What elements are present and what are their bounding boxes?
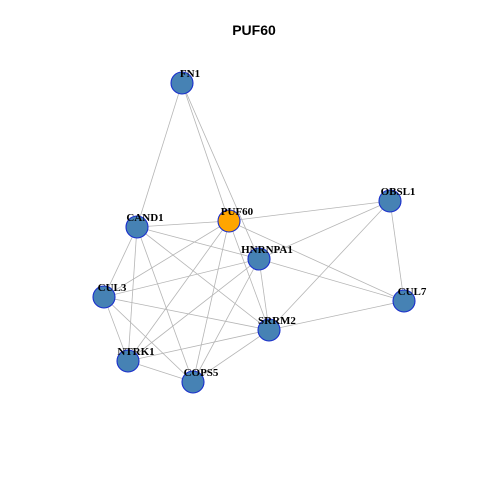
node-layer (92, 71, 416, 394)
edge-layer (103, 82, 405, 383)
node-puf60[interactable] (217, 209, 241, 233)
edge-hnrnpa1-cul3 (103, 258, 260, 298)
edge-hnrnpa1-srrm2 (258, 258, 270, 331)
edge-hnrnpa1-cops5 (192, 258, 260, 383)
node-hnrnpa1[interactable] (247, 247, 271, 271)
node-cul7[interactable] (392, 289, 416, 313)
edge-cand1-cul3 (103, 226, 138, 298)
node-cand1[interactable] (125, 215, 149, 239)
node-cul3[interactable] (92, 285, 116, 309)
edge-hnrnpa1-cul7 (258, 258, 405, 302)
edge-srrm2-cops5 (192, 329, 270, 383)
node-label-fn1: FN1 (180, 68, 200, 80)
edge-fn1-cand1 (136, 82, 183, 228)
node-label-obsl1: OBSL1 (381, 186, 416, 198)
node-srrm2[interactable] (257, 318, 281, 342)
edge-cul7-srrm2 (268, 300, 405, 331)
edge-obsl1-cul7 (389, 200, 405, 302)
edge-puf60-cul7 (228, 220, 405, 302)
edge-fn1-hnrnpa1 (181, 82, 260, 260)
edge-puf60-cul3 (103, 220, 230, 298)
node-label-cul7: CUL7 (398, 286, 427, 298)
edge-fn1-puf60 (181, 82, 230, 222)
edge-puf60-cops5 (192, 220, 230, 383)
edge-puf60-obsl1 (228, 200, 391, 222)
node-label-ntrk1: NTRK1 (117, 346, 154, 358)
node-label-cand1: CAND1 (126, 212, 163, 224)
edge-cand1-srrm2 (136, 226, 270, 331)
edge-cul3-cops5 (103, 296, 194, 383)
node-label-hnrnpa1: HNRNPA1 (241, 244, 293, 256)
edge-srrm2-ntrk1 (127, 329, 270, 362)
node-fn1[interactable] (170, 71, 194, 95)
edge-obsl1-srrm2 (268, 200, 391, 331)
node-cops5[interactable] (181, 370, 205, 394)
node-obsl1[interactable] (378, 189, 402, 213)
graph-title: PUF60 (232, 22, 276, 38)
edge-cul3-srrm2 (103, 296, 270, 331)
edge-puf60-cand1 (136, 220, 230, 228)
edge-puf60-srrm2 (228, 220, 270, 331)
edge-cand1-cops5 (136, 226, 194, 383)
node-label-puf60: PUF60 (221, 206, 254, 218)
node-label-srrm2: SRRM2 (258, 315, 296, 327)
edge-obsl1-hnrnpa1 (258, 200, 391, 260)
edge-puf60-ntrk1 (127, 220, 230, 362)
node-label-cul3: CUL3 (98, 282, 127, 294)
edge-cand1-ntrk1 (127, 226, 138, 362)
node-label-cops5: COPS5 (184, 367, 219, 379)
node-ntrk1[interactable] (116, 349, 140, 373)
edge-cand1-hnrnpa1 (136, 226, 260, 260)
edge-hnrnpa1-ntrk1 (127, 258, 260, 362)
